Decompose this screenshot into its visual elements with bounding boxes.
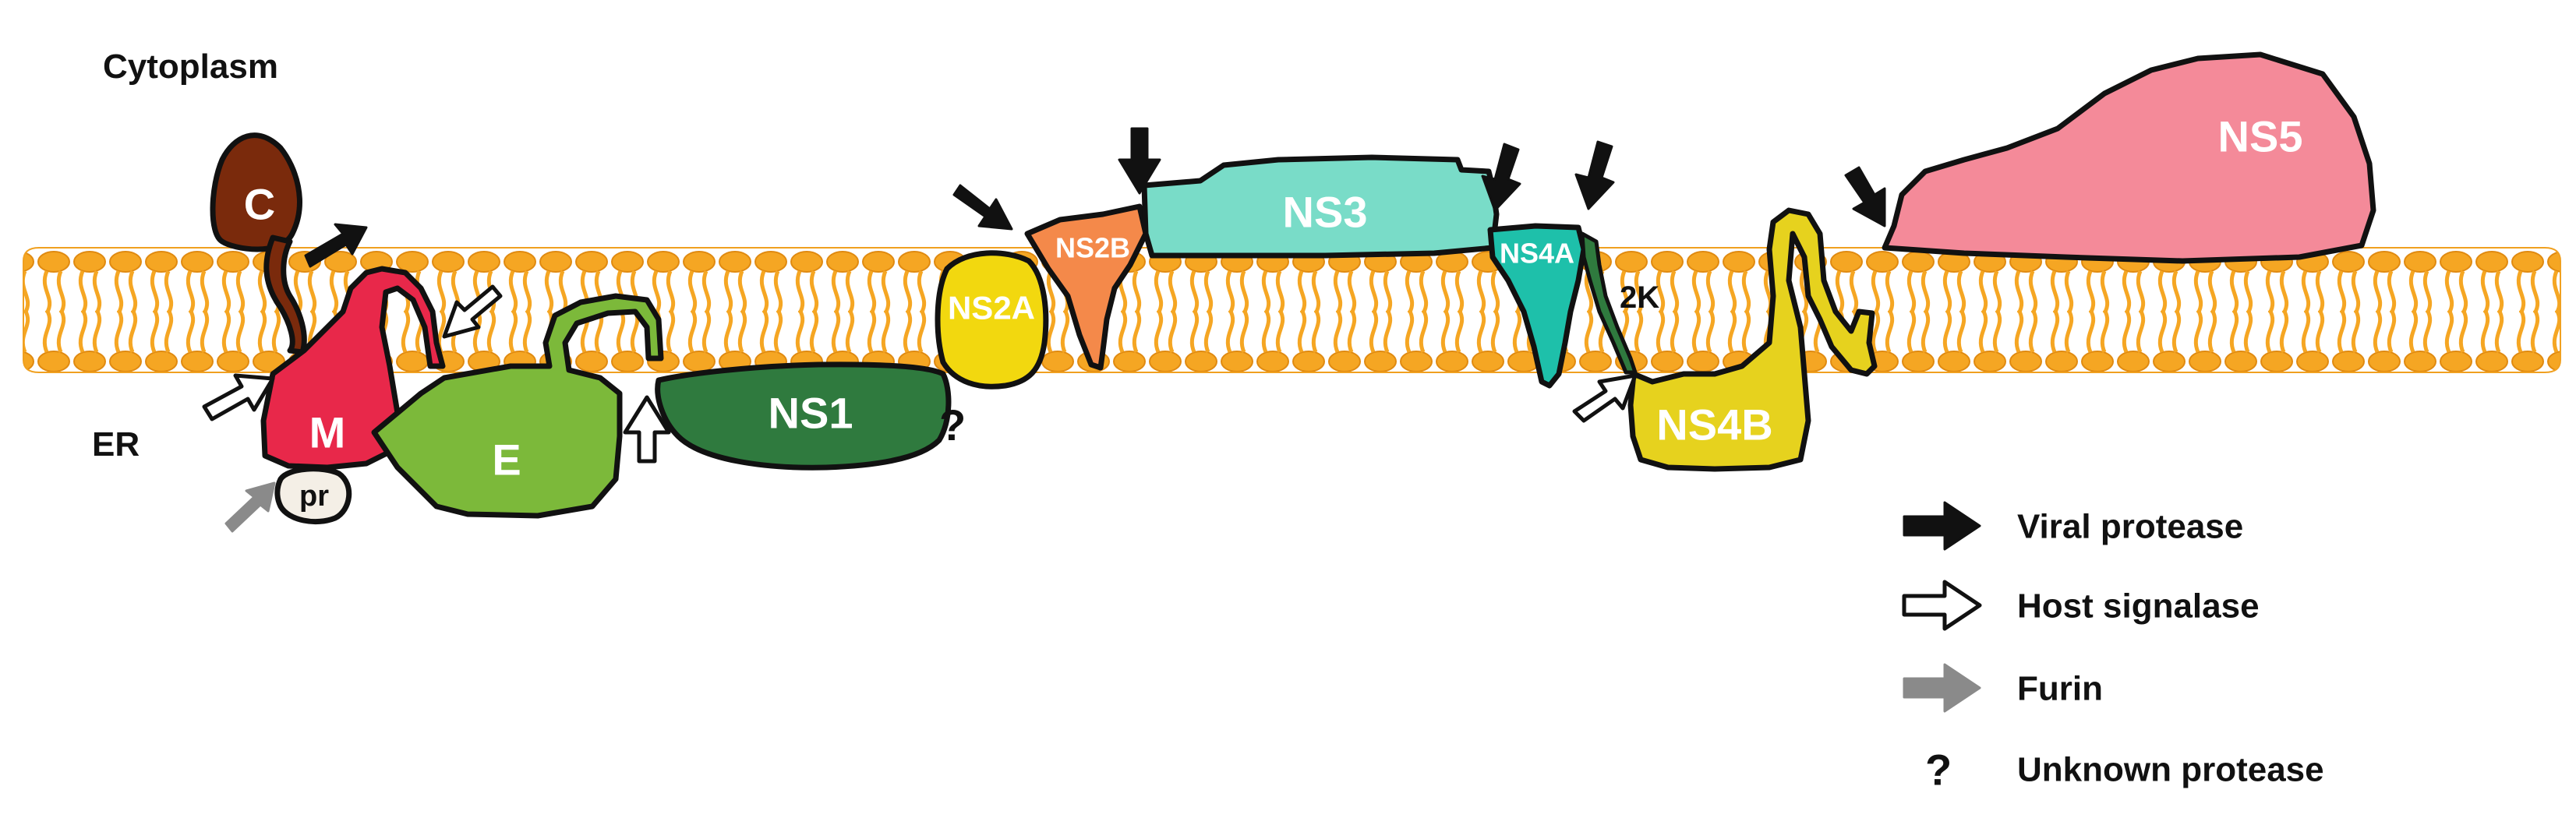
black-arrow-icon — [1903, 501, 1981, 551]
black-arrow-icon — [952, 184, 1013, 231]
peptide-2k-label: 2K — [1620, 280, 1659, 315]
gray-arrow-icon — [1903, 663, 1981, 713]
legend-label-unknown-protease: Unknown protease — [2017, 751, 2324, 789]
black-arrow-icon — [1481, 143, 1521, 212]
legend-item-furin: Furin — [1903, 663, 2103, 713]
protein-c-label: C — [244, 180, 275, 229]
er-membrane — [23, 247, 2561, 373]
er-label: ER — [92, 425, 140, 464]
protein-ns4b-label: NS4B — [1656, 400, 1772, 450]
white-arrow-icon — [623, 395, 671, 464]
white-arrow-icon — [202, 373, 275, 421]
protein-ns2b: NS2B — [1024, 203, 1149, 371]
protein-ns2a-label: NS2A — [948, 290, 1035, 326]
legend-label-viral-protease: Viral protease — [2017, 508, 2243, 546]
white-arrow-icon — [1902, 580, 1982, 631]
white-arrow-icon — [1572, 373, 1638, 423]
protein-ns3-label: NS3 — [1283, 188, 1368, 237]
protein-pr: pr — [274, 466, 352, 525]
protein-c: C — [210, 132, 307, 355]
protein-ns5: NS5 — [1882, 51, 2376, 264]
protein-ns2b-label: NS2B — [1055, 232, 1130, 264]
black-arrow-icon — [1118, 127, 1161, 195]
protein-ns2a: NS2A — [935, 250, 1049, 390]
protein-ns1-label: NS1 — [769, 389, 853, 438]
cleavage-arrows — [202, 127, 1886, 533]
protein-ns1: NS1 — [655, 361, 952, 471]
legend-item-viral-protease: Viral protease — [1903, 501, 2243, 551]
legend-item-host-signalase: Host signalase — [1902, 580, 2260, 631]
unknown-protease-marker: ? — [939, 400, 966, 450]
black-arrow-icon — [304, 223, 368, 268]
protein-m: M — [260, 266, 446, 471]
legend-label-host-signalase: Host signalase — [2017, 587, 2260, 626]
protein-ns4b: NS4B — [1627, 207, 1878, 472]
protein-e-label: E — [492, 435, 521, 485]
legend-item-unknown-protease: ? Unknown protease — [1925, 746, 2324, 795]
cytoplasm-label: Cytoplasm — [103, 48, 278, 86]
protein-m-label: M — [309, 408, 346, 457]
protein-pr-label: pr — [299, 480, 329, 513]
protein-ns4a-label: NS4A — [1500, 238, 1574, 270]
black-arrow-icon — [1574, 140, 1615, 210]
protein-ns3: NS3 — [1141, 154, 1500, 259]
white-arrow-icon — [442, 284, 503, 339]
gray-arrow-icon — [224, 481, 276, 533]
legend: Viral protease Host signalase Furin ? Un… — [1902, 501, 2324, 795]
protein-e: E — [371, 293, 664, 519]
black-arrow-icon — [1844, 166, 1886, 227]
protein-ns4a: NS4A — [1487, 223, 1587, 389]
legend-label-furin: Furin — [2017, 670, 2103, 708]
protein-ns5-label: NS5 — [2218, 112, 2303, 161]
question-mark-icon: ? — [1925, 746, 1952, 795]
